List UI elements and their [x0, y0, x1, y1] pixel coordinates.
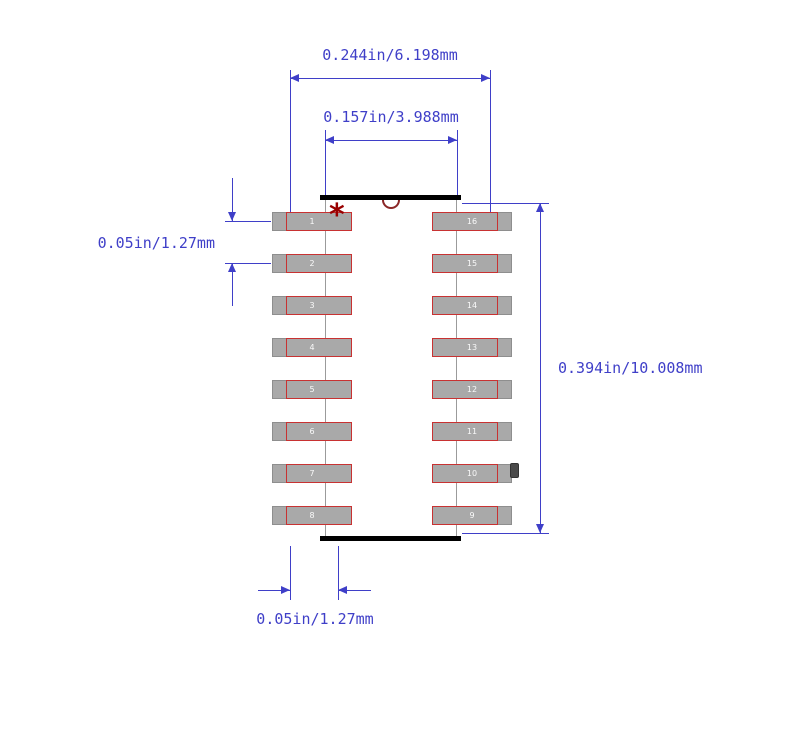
- pad-left-2: 2: [272, 254, 352, 273]
- pad-number: 16: [466, 217, 478, 226]
- arrowhead-down-icon: [536, 524, 544, 533]
- pin-outline: [432, 296, 498, 315]
- extension-line: [490, 70, 491, 212]
- pad-right-16: 16: [432, 212, 512, 231]
- pin-outline: [286, 464, 352, 483]
- arrowhead-left-icon: [325, 136, 334, 144]
- pad-number: 7: [309, 469, 315, 478]
- dimension-line: [325, 140, 457, 141]
- dimension-line: [232, 263, 233, 306]
- extension-line: [457, 130, 458, 196]
- pad-right-13: 13: [432, 338, 512, 357]
- arrowhead-right-icon: [281, 586, 290, 594]
- pin-outline: [432, 254, 498, 273]
- pad-right-10: 10: [432, 464, 512, 483]
- pin-outline: [286, 296, 352, 315]
- pad-right-14: 14: [432, 296, 512, 315]
- pin-outline: [432, 380, 498, 399]
- pad-number: 2: [309, 259, 315, 268]
- pad-number: 6: [309, 427, 315, 436]
- orientation-marker-icon: [510, 463, 519, 478]
- dimension-label-body-width: 0.157in/3.988mm: [323, 108, 459, 126]
- arrowhead-up-icon: [228, 263, 236, 272]
- pad-left-6: 6: [272, 422, 352, 441]
- arrowhead-up-icon: [536, 203, 544, 212]
- dimension-line: [339, 590, 371, 591]
- pin-outline: [286, 380, 352, 399]
- pad-number: 5: [309, 385, 315, 394]
- pad-number: 12: [466, 385, 478, 394]
- pad-number: 15: [466, 259, 478, 268]
- pin-outline: [286, 254, 352, 273]
- arrowhead-left-icon: [290, 74, 299, 82]
- extension-line: [225, 263, 271, 264]
- pad-number: 1: [309, 217, 315, 226]
- pad-number: 9: [469, 511, 475, 520]
- dimension-line: [290, 78, 490, 79]
- pin-outline: [432, 506, 498, 525]
- pad-right-9: 9: [432, 506, 512, 525]
- extension-line: [225, 221, 271, 222]
- body-right-edge: [456, 200, 457, 536]
- pin-outline: [432, 212, 498, 231]
- pin-outline: [432, 422, 498, 441]
- pad-number: 10: [466, 469, 478, 478]
- dimension-label-height: 0.394in/10.008mm: [558, 359, 703, 377]
- pin1-asterisk-icon: *: [329, 198, 345, 233]
- pad-left-4: 4: [272, 338, 352, 357]
- extension-line: [325, 130, 326, 196]
- dimension-label-outer-width: 0.244in/6.198mm: [322, 46, 458, 64]
- pad-number: 11: [466, 427, 478, 436]
- pad-number: 14: [466, 301, 478, 310]
- dimension-label-pin-pitch-left: 0.05in/1.27mm: [97, 234, 215, 252]
- pad-number: 3: [309, 301, 315, 310]
- extension-line: [338, 546, 339, 600]
- dimension-line: [232, 178, 233, 221]
- pad-number: 8: [309, 511, 315, 520]
- extension-line: [462, 533, 549, 534]
- pad-left-5: 5: [272, 380, 352, 399]
- pin-outline: [432, 338, 498, 357]
- dimension-line: [258, 590, 290, 591]
- pin-outline: [286, 212, 352, 231]
- pad-left-1: 1: [272, 212, 352, 231]
- pad-left-3: 3: [272, 296, 352, 315]
- extension-line: [462, 203, 549, 204]
- body-left-edge: [325, 200, 326, 536]
- arrowhead-right-icon: [481, 74, 490, 82]
- arrowhead-left-icon: [338, 586, 347, 594]
- pad-right-15: 15: [432, 254, 512, 273]
- pad-left-7: 7: [272, 464, 352, 483]
- pin-outline: [286, 422, 352, 441]
- dimension-line: [540, 203, 541, 533]
- pad-number: 4: [309, 343, 315, 352]
- pin-outline: [286, 338, 352, 357]
- dimension-label-pin-pitch-bottom: 0.05in/1.27mm: [256, 610, 374, 628]
- extension-line: [290, 70, 291, 212]
- pad-right-12: 12: [432, 380, 512, 399]
- body-bottom-bar: [320, 536, 461, 541]
- pad-right-11: 11: [432, 422, 512, 441]
- body-top-bar: [320, 195, 461, 200]
- pin-outline: [432, 464, 498, 483]
- arrowhead-right-icon: [448, 136, 457, 144]
- pin1-notch-icon: [382, 200, 400, 209]
- pad-number: 13: [466, 343, 478, 352]
- arrowhead-down-icon: [228, 212, 236, 221]
- pad-left-8: 8: [272, 506, 352, 525]
- pin-outline: [286, 506, 352, 525]
- extension-line: [290, 546, 291, 600]
